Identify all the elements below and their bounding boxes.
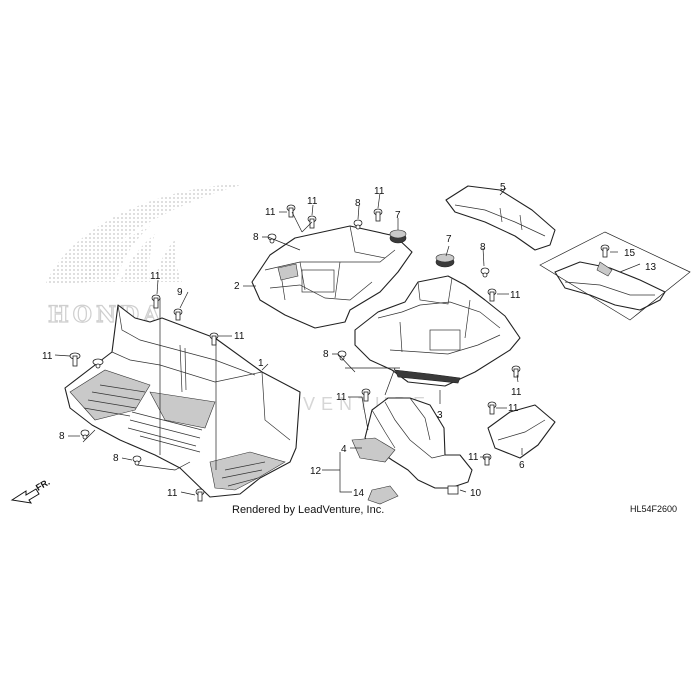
leader-lines	[54, 187, 641, 496]
credit-text: Rendered by LeadVenture, Inc.	[232, 504, 384, 516]
honda-wing-logo-watermark	[45, 184, 245, 285]
callout-11-top-b: 11	[307, 196, 318, 207]
callout-11-left-b: 11	[150, 271, 161, 282]
front-direction-arrow: FR.	[10, 477, 52, 504]
callout-11-top-c: 11	[374, 186, 385, 197]
front-direction-label: FR.	[34, 477, 52, 493]
callout-7-center: 7	[446, 234, 452, 245]
plate-bracket-outline	[539, 231, 691, 321]
front-undercover-part	[251, 225, 413, 329]
callout-14: 14	[353, 488, 365, 499]
callout-8-floor-center: 8	[113, 453, 119, 464]
callout-8-front-mid: 8	[355, 198, 361, 209]
callout-10: 10	[470, 488, 482, 499]
rear-cover-part	[445, 185, 556, 251]
lower-center-assembly-part	[351, 397, 473, 505]
callout-7-upper: 7	[395, 210, 401, 221]
callout-11-center-small: 11	[511, 387, 522, 398]
callout-11-left-a: 11	[42, 351, 53, 362]
callout-labels: 1 2 3 4 5 6 7 7 8 8 8 8 8 8 9 10 11 11 1…	[42, 182, 657, 499]
plate-part	[554, 261, 666, 311]
callout-8-center-right: 8	[480, 242, 486, 253]
floor-panel-part	[64, 304, 301, 498]
callout-11-floor-bottom: 11	[167, 488, 178, 499]
side-cover-part	[487, 404, 556, 459]
callout-12: 12	[310, 466, 322, 477]
callout-6: 6	[519, 460, 525, 471]
callout-11-center-right: 11	[510, 290, 521, 301]
callout-11-top-a: 11	[265, 207, 276, 218]
grommet-parts	[389, 229, 455, 268]
callout-3: 3	[437, 410, 443, 421]
clip-part	[447, 485, 459, 495]
diagram-code: HL54F2600	[630, 504, 677, 514]
callout-5: 5	[500, 182, 506, 193]
callout-4: 4	[341, 444, 347, 455]
callout-11-lower-center: 11	[336, 392, 347, 403]
callout-2: 2	[234, 281, 240, 292]
callout-11-floor-right: 11	[234, 331, 245, 342]
callout-15: 15	[624, 248, 636, 259]
callout-11-side-cover: 11	[508, 403, 519, 414]
callout-8-floor-left: 8	[59, 431, 65, 442]
callout-8-front-left: 8	[253, 232, 259, 243]
callout-13: 13	[645, 262, 657, 273]
callout-1: 1	[258, 358, 264, 369]
callout-11-bracket-right: 11	[468, 452, 479, 463]
center-undercover-part	[354, 275, 521, 387]
callout-8-center-left: 8	[323, 349, 329, 360]
callout-9: 9	[177, 287, 183, 298]
